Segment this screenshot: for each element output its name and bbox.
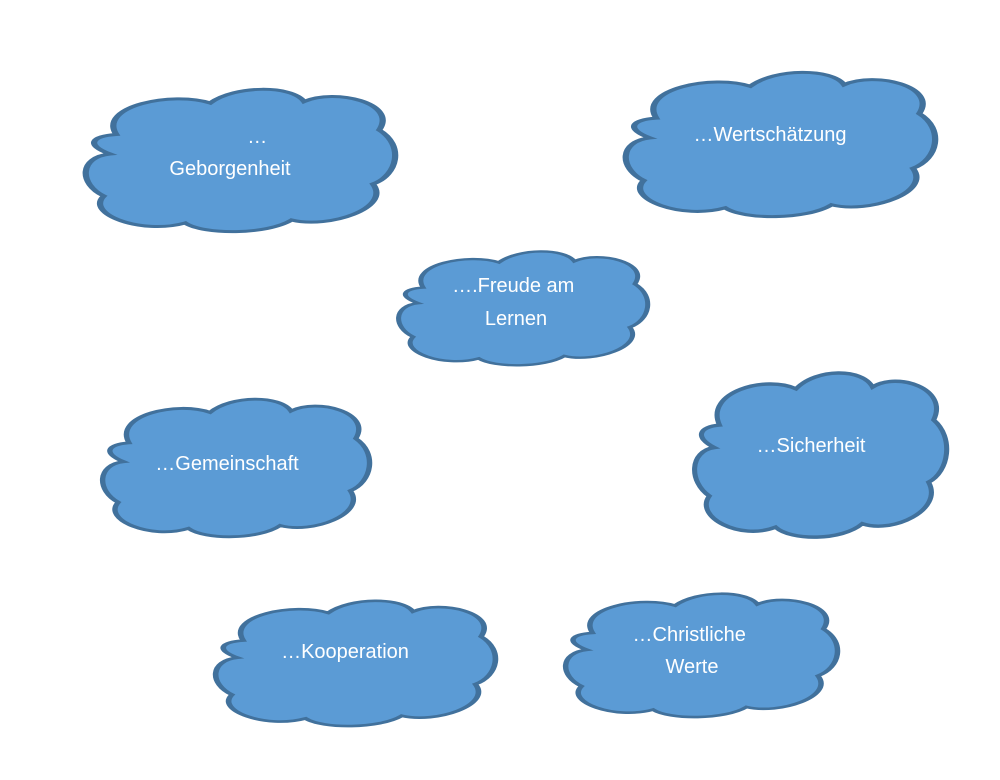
cloud-label-line: …Gemeinschaft: [155, 453, 299, 475]
cloud-label: …Wertschätzung: [693, 124, 846, 146]
cloud-label-line: …Sicherheit: [757, 435, 866, 457]
cloud-label: …Kooperation: [281, 641, 409, 663]
cloud-label: …Christliche Werte: [633, 624, 752, 678]
cloud-label-line: …Kooperation: [281, 641, 409, 663]
cloud-kooperation: …Kooperation: [216, 601, 496, 726]
cloud-freude-am-lernen: ….Freude am Lernen: [399, 251, 648, 365]
cloud-wertschaetzung: …Wertschätzung: [626, 72, 935, 216]
cloud-sicherheit: …Sicherheit: [695, 373, 947, 537]
cloud-label: ….Freude am Lernen: [452, 275, 580, 330]
cloud-shape: [216, 601, 496, 726]
cloud-label-line: Werte: [666, 656, 719, 678]
cloud-label-line: Geborgenheit: [169, 158, 291, 180]
cloud-label: …Sicherheit: [757, 435, 866, 457]
cloud-label-line: ….Freude am: [452, 275, 574, 297]
cloud-label-line: Lernen: [485, 308, 547, 330]
cloud-christliche-werte: …Christliche Werte: [566, 594, 838, 717]
cloud-label-line: …: [247, 126, 267, 148]
cloud-label-line: …Christliche: [633, 624, 746, 646]
cloud-label: …Gemeinschaft: [155, 453, 299, 475]
cloud-gemeinschaft: …Gemeinschaft: [103, 399, 370, 537]
cloud-geborgenheit: … Geborgenheit: [86, 89, 395, 231]
cloud-label-line: …Wertschätzung: [693, 124, 846, 146]
cloud-label: … Geborgenheit: [169, 126, 291, 180]
